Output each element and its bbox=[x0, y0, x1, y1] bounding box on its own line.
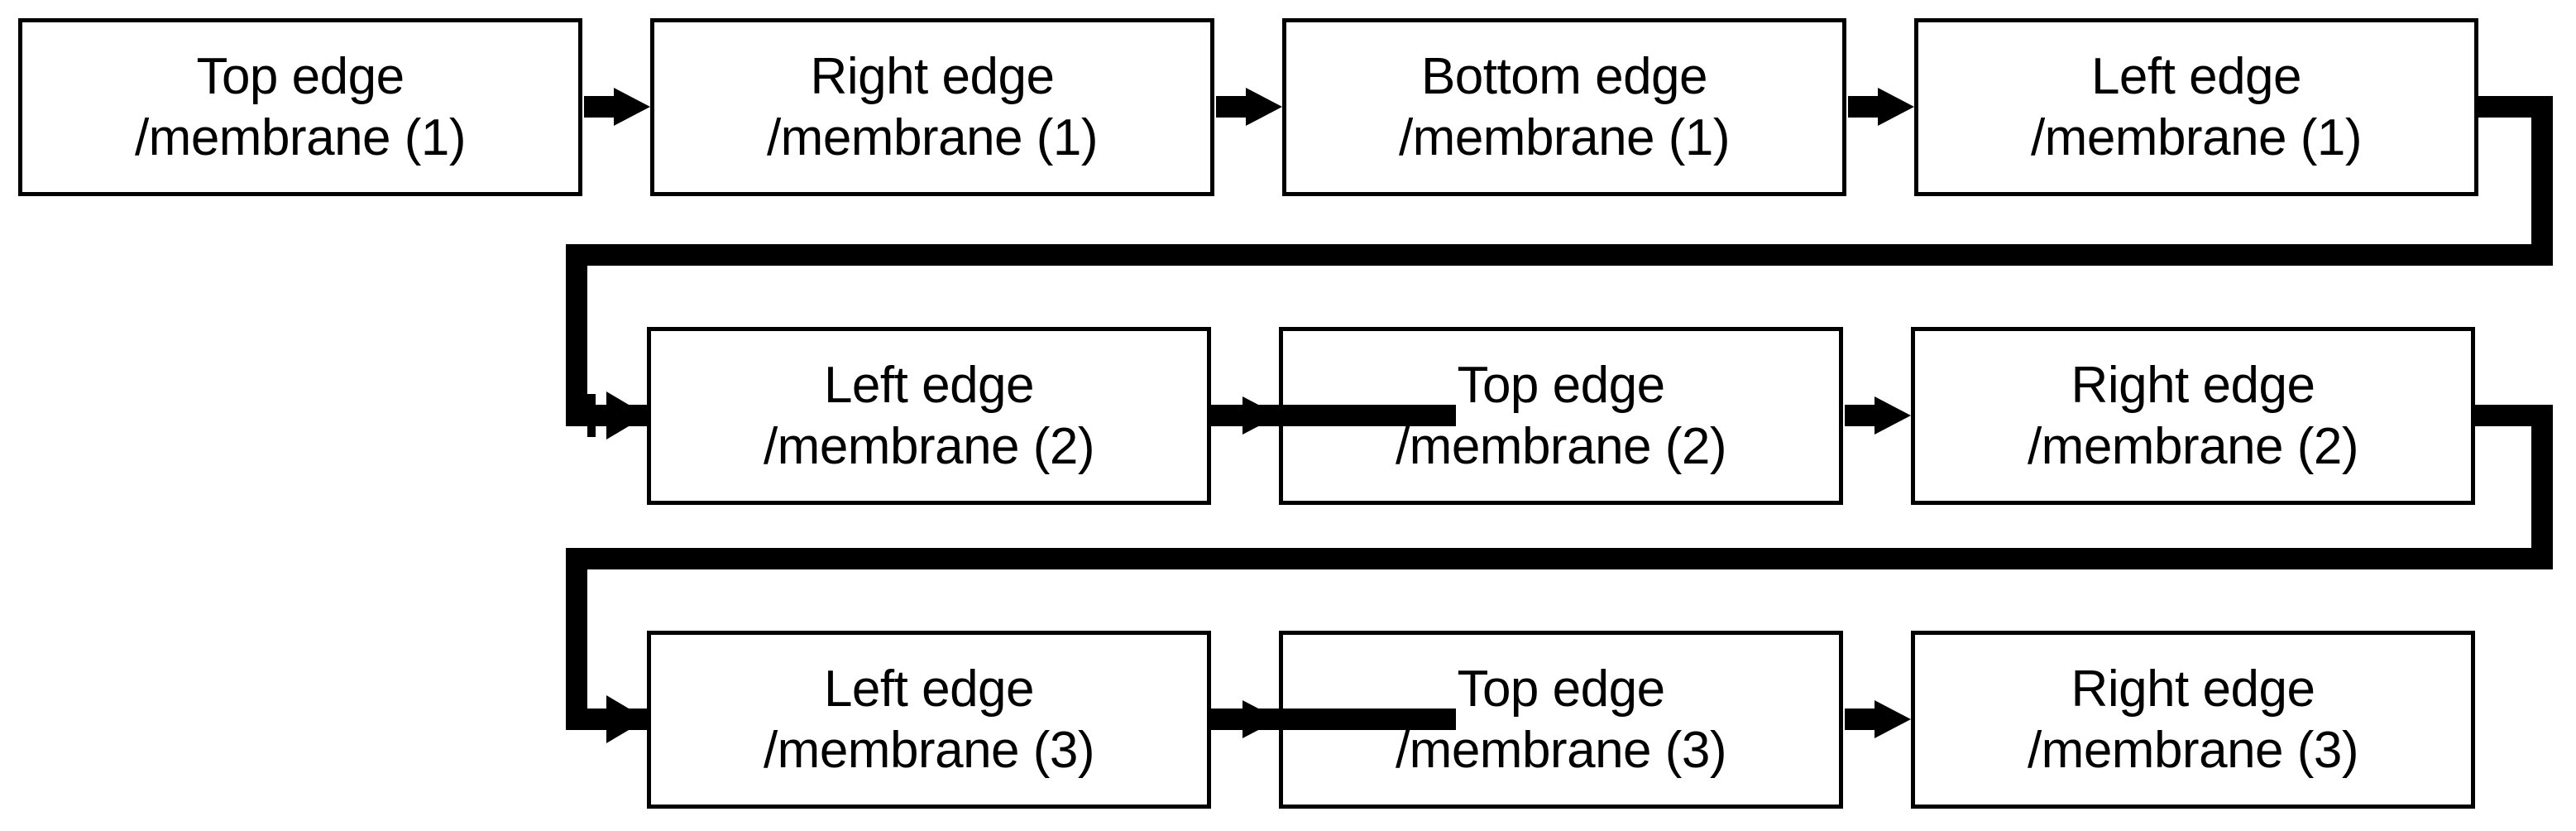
arrow-right-icon bbox=[1845, 700, 1911, 738]
arrow-right-icon bbox=[1213, 700, 1279, 738]
node-right-edge-membrane-2[interactable]: Right edge /membrane (2) bbox=[1911, 327, 2475, 505]
node-label-line1: Top edge bbox=[1457, 357, 1665, 415]
node-top-edge-membrane-3[interactable]: Top edge /membrane (3) bbox=[1279, 631, 1843, 809]
node-label-line1: Left edge bbox=[823, 357, 1035, 415]
node-left-edge-membrane-3-overlay[interactable]: Left edge /membrane (3) bbox=[647, 631, 1211, 809]
node-label-line2: /membrane (1) bbox=[766, 108, 1099, 166]
node-label-line2: /membrane (2) bbox=[1395, 417, 1727, 475]
arrow-right-icon bbox=[1216, 88, 1282, 126]
node-label-line2: /membrane (3) bbox=[763, 721, 1095, 779]
node-label-line1: Right edge bbox=[2071, 357, 2315, 415]
node-right-edge-membrane-1[interactable]: Right edge /membrane (1) bbox=[650, 18, 1214, 196]
arrow-right-icon bbox=[1848, 88, 1914, 126]
node-left-edge-membrane-2-overlay[interactable]: Left edge /membrane (2) bbox=[647, 327, 1211, 505]
arrow-right-icon bbox=[1213, 396, 1279, 435]
node-label-line1: Left edge bbox=[823, 660, 1035, 718]
node-label-line2: /membrane (1) bbox=[2030, 108, 2363, 166]
node-label-line2: /membrane (1) bbox=[1398, 108, 1731, 166]
node-label-line2: /membrane (2) bbox=[2027, 417, 2359, 475]
node-label-line2: /membrane (3) bbox=[1395, 721, 1727, 779]
node-label-line1: Top edge bbox=[1457, 660, 1665, 718]
node-label-line2: /membrane (1) bbox=[134, 108, 467, 166]
arrow-right-icon bbox=[1845, 396, 1911, 435]
node-label-line2: /membrane (2) bbox=[763, 417, 1095, 475]
node-top-edge-membrane-2[interactable]: Top edge /membrane (2) bbox=[1279, 327, 1843, 505]
node-bottom-edge-membrane-1[interactable]: Bottom edge /membrane (1) bbox=[1282, 18, 1846, 196]
node-left-edge-membrane-1[interactable]: Left edge /membrane (1) bbox=[1914, 18, 2478, 196]
node-label-line1: Bottom edge bbox=[1420, 48, 1708, 106]
node-label-line1: Right edge bbox=[810, 48, 1055, 106]
node-right-edge-membrane-3[interactable]: Right edge /membrane (3) bbox=[1911, 631, 2475, 809]
node-top-edge-membrane-1[interactable]: Top edge /membrane (1) bbox=[18, 18, 582, 196]
arrow-right-icon bbox=[584, 88, 650, 126]
node-label-line1: Right edge bbox=[2071, 660, 2315, 718]
node-label-line1: Top edge bbox=[196, 48, 405, 106]
node-label-line1: Left edge bbox=[2090, 48, 2302, 106]
node-label-line2: /membrane (3) bbox=[2027, 721, 2359, 779]
